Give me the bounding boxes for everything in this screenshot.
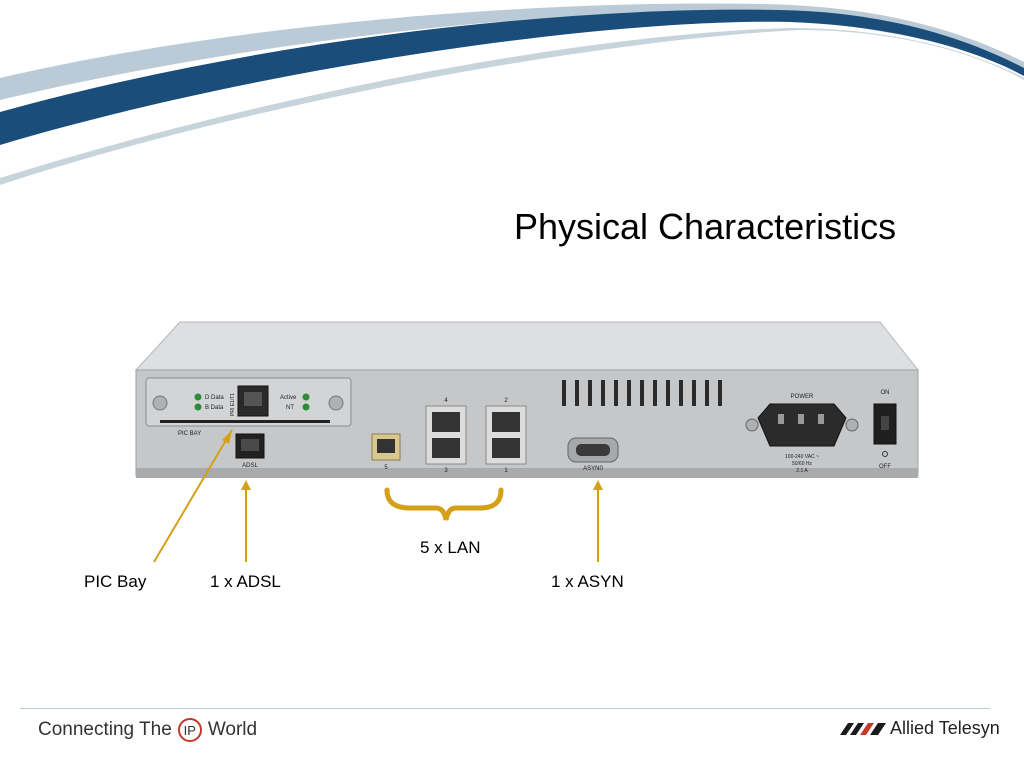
- slide-title: Physical Characteristics: [514, 206, 897, 247]
- pic-model-text: PRI E1/T1: [230, 393, 236, 416]
- pic-b-data-text: B Data: [205, 405, 224, 411]
- pic-bay-label: PIC Bay: [84, 572, 147, 591]
- lan-label-1: 1: [504, 468, 508, 474]
- footer-divider: [20, 708, 990, 709]
- lan-label-5: 5: [384, 465, 388, 471]
- asyn-count-label: 1 x ASYN: [551, 572, 624, 591]
- pic-bay-callout-line: [153, 429, 233, 563]
- power-spec-1: 100-240 VAC ~: [785, 454, 819, 460]
- adsl-port: ADSL: [235, 433, 265, 469]
- adsl-port-text: ADSL: [242, 463, 258, 469]
- brand-logo: Allied Telesyn: [840, 718, 1000, 739]
- power-spec-3: 2.1 A: [796, 468, 808, 474]
- power-spec-2: 50/60 Hz: [792, 461, 813, 467]
- router-rear-panel: D Data B Data PRI E1/T1 Active NT PIC BA…: [134, 321, 920, 478]
- pic-bay-text: PIC BAY: [178, 431, 201, 437]
- footer-tagline: Connecting The IP World: [38, 718, 257, 742]
- pic-active-text: Active: [280, 395, 297, 401]
- power-switch: ON OFF: [873, 390, 897, 470]
- allied-telesyn-mark-icon: [840, 722, 886, 735]
- asyn-serial-port: ASYN0: [567, 437, 619, 472]
- tagline-text-after: World: [207, 719, 258, 740]
- pic-nt-text: NT: [286, 405, 294, 411]
- switch-off-text: OFF: [879, 464, 891, 470]
- power-text: POWER: [791, 394, 814, 400]
- lan-port-stack-4-3: 4 3: [425, 398, 467, 474]
- lan-label-3: 3: [444, 468, 448, 474]
- tagline-text-before: Connecting The: [38, 719, 172, 740]
- lan-label-2: 2: [504, 398, 508, 404]
- lan-count-label: 5 x LAN: [420, 538, 481, 557]
- ventilation-slots: [562, 380, 722, 406]
- power-inlet: POWER 100-240 VAC ~ 50/60 Hz 2.1 A: [745, 394, 859, 474]
- pic-d-data-text: D Data: [205, 395, 224, 401]
- header-swoosh: [0, 3, 1024, 185]
- ip-circle-logo: IP: [177, 718, 202, 742]
- lan-port-stack-2-1: 2 1: [485, 398, 527, 474]
- asyn-port-text: ASYN0: [583, 466, 603, 472]
- lan-port-5: 5: [371, 433, 401, 471]
- switch-on-text: ON: [881, 390, 890, 396]
- lan-label-4: 4: [444, 398, 448, 404]
- lan-brace: [384, 487, 504, 521]
- pic-bay-module: D Data B Data PRI E1/T1 Active NT PIC BA…: [145, 377, 352, 437]
- brand-name: Allied Telesyn: [890, 718, 1000, 738]
- adsl-count-label: 1 x ADSL: [210, 572, 281, 591]
